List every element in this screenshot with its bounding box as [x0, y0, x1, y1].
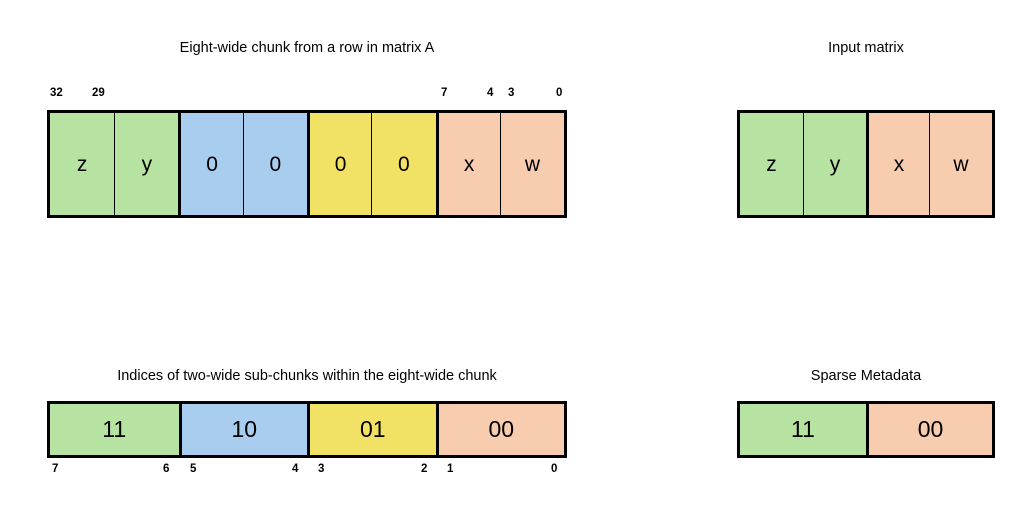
input-matrix-cell-label-0: z	[766, 152, 777, 176]
indices-bit-tick-1: 6	[163, 463, 170, 475]
indices-bit-tick-4: 3	[318, 463, 325, 475]
indices-bit-tick-6: 1	[447, 463, 454, 475]
indices-bit-tick-0: 7	[52, 463, 59, 475]
indices-cell-3: 00	[435, 404, 564, 455]
input-matrix-cell-1: y	[803, 113, 866, 215]
chunk-cell-2: 0	[178, 113, 243, 215]
indices-cell-label-0: 11	[102, 416, 127, 442]
chunk-cell-1: y	[114, 113, 179, 215]
input-matrix-panel-title: Input matrix	[828, 40, 904, 56]
chunk-bit-tick-3: 4	[487, 87, 494, 99]
chunk-panel-title: Eight-wide chunk from a row in matrix A	[179, 40, 435, 56]
sparse-metadata-cell-1: 00	[866, 404, 992, 455]
sparse-metadata-cell-0: 11	[740, 404, 866, 455]
indices-cell-2: 01	[307, 404, 436, 455]
indices-bit-tick-3: 4	[292, 463, 299, 475]
chunk-bit-tick-4: 3	[508, 87, 515, 99]
chunk-cell-4: 0	[307, 113, 372, 215]
chunk-cell-label-7: w	[524, 152, 540, 176]
input-matrix-cell-label-1: y	[829, 152, 841, 176]
sparse-metadata-cell-label-0: 11	[791, 416, 815, 442]
chunk-bit-tick-5: 0	[556, 87, 563, 99]
chunk-bit-tick-2: 7	[441, 87, 448, 99]
chunk-cell-label-4: 0	[334, 152, 347, 176]
sparse-metadata-row: 11 00	[737, 401, 995, 458]
eight-wide-chunk-row: z y 0 0 0 0 x w	[47, 110, 567, 218]
chunk-cell-label-1: y	[141, 152, 153, 176]
sparse-metadata-panel-title: Sparse Metadata	[810, 368, 922, 384]
indices-bit-tick-2: 5	[190, 463, 197, 475]
input-matrix-cell-0: z	[740, 113, 803, 215]
indices-cell-label-2: 01	[359, 416, 386, 442]
chunk-bit-tick-1: 29	[92, 87, 105, 99]
chunk-cell-label-6: x	[463, 152, 475, 176]
indices-cell-1: 10	[178, 404, 307, 455]
input-matrix-cell-label-3: w	[953, 152, 969, 176]
chunk-cell-label-5: 0	[398, 152, 410, 176]
indices-bit-tick-7: 0	[551, 463, 558, 475]
chunk-cell-6: x	[435, 113, 500, 215]
input-matrix-cell-3: w	[929, 113, 992, 215]
chunk-cell-3: 0	[242, 113, 307, 215]
indices-bit-tick-5: 2	[421, 463, 428, 475]
chunk-cell-label-2: 0	[206, 152, 218, 176]
chunk-cell-5: 0	[371, 113, 436, 215]
sub-chunk-indices-row: 11 10 01 00	[47, 401, 567, 458]
chunk-cell-label-0: z	[76, 152, 88, 176]
sparse-metadata-cell-label-1: 00	[917, 416, 944, 442]
input-matrix-cell-2: x	[866, 113, 929, 215]
chunk-cell-7: w	[499, 113, 565, 215]
indices-cell-label-1: 10	[231, 416, 258, 442]
indices-cell-0: 11	[50, 404, 179, 455]
chunk-cell-0: z	[50, 113, 115, 215]
indices-panel-title: Indices of two-wide sub-chunks within th…	[117, 368, 497, 384]
chunk-cell-label-3: 0	[269, 152, 282, 176]
chunk-bit-tick-0: 32	[50, 87, 63, 99]
indices-cell-label-3: 00	[488, 416, 515, 442]
input-matrix-cell-label-2: x	[893, 152, 905, 176]
